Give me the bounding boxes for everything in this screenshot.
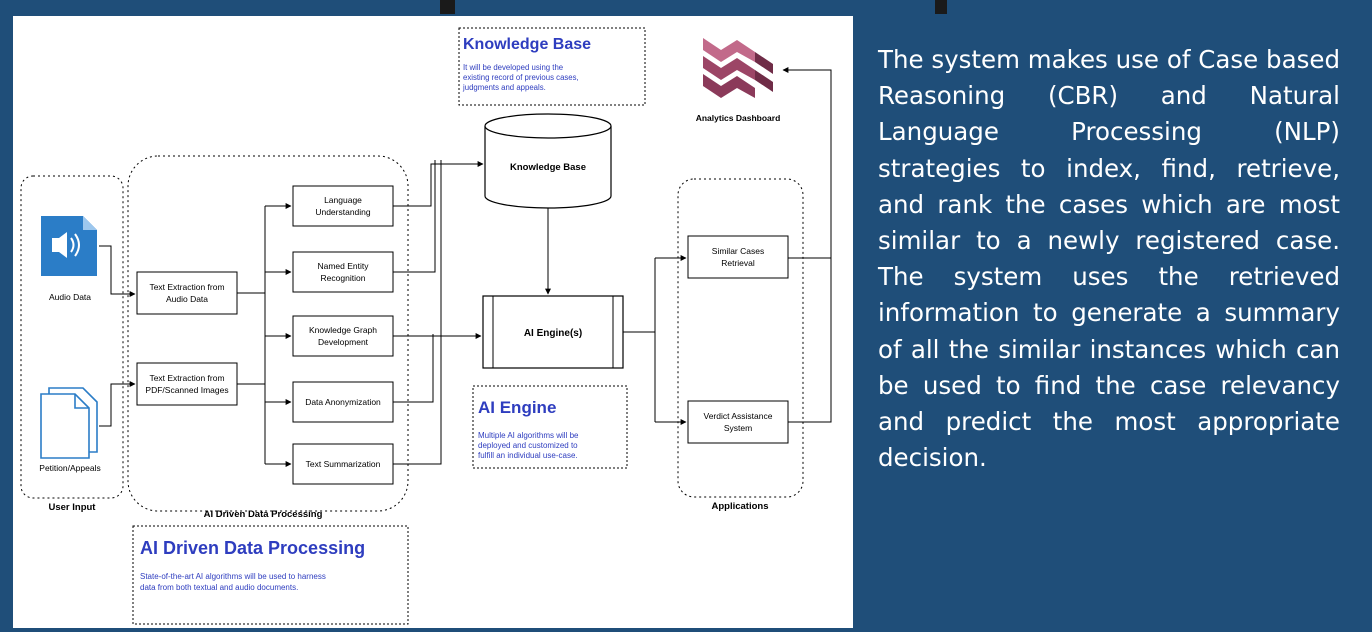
audio-file-icon [41,216,97,276]
knowledge-base-cylinder [484,113,612,209]
analytics-dashboard-icon [703,38,773,98]
processing-note-title: AI Driven Data Processing [140,538,365,558]
processing-note-line2: data from both textual and audio documen… [140,583,298,592]
module-knowledge-graph-line1: Knowledge Graph [309,325,377,335]
petition-appeals-label: Petition/Appeals [39,463,100,473]
ai-engine-note-line1: Multiple AI algorithms will be [478,431,579,440]
ai-engine-note [472,385,628,469]
analytics-dashboard-label: Analytics Dashboard [696,113,781,123]
ai-engine-box-label: AI Engine(s) [524,328,582,339]
processing-note [132,525,409,625]
verdict-assistance-box [687,400,789,444]
user-input-group [20,175,124,499]
architecture-diagram: User Input AI Driven Data Processing App… [13,16,853,628]
ai-engine-note-title: AI Engine [478,398,556,417]
text-extraction-audio-box [136,271,238,315]
connector-lines [99,67,832,467]
text-extraction-audio-line1: Text Extraction from [149,282,224,292]
similar-cases-line1: Similar Cases [712,246,764,256]
ai-engine-box [482,295,624,369]
module-knowledge-graph [292,315,394,357]
user-input-label: User Input [49,502,97,513]
processing-note-line1: State-of-the-art AI algorithms will be u… [140,572,326,581]
similar-cases-retrieval-box [687,235,789,279]
knowledge-base-note-line1: It will be developed using the [463,63,563,72]
description-text: The system makes use of Case based Reaso… [878,45,1340,473]
module-data-anonymization-label: Data Anonymization [305,397,381,407]
module-knowledge-graph-line2: Development [318,337,369,347]
processing-group [127,155,409,512]
module-named-entity-line1: Named Entity [317,261,369,271]
text-extraction-pdf-box [136,362,238,406]
module-data-anonymization [292,381,394,423]
documents-icon [40,387,98,459]
knowledge-base-note-line2: existing record of previous cases, [463,73,579,82]
applications-group [677,178,804,498]
top-tab-right [935,0,947,14]
audio-data-label: Audio Data [49,292,91,302]
knowledge-base-note-line3: judgments and appeals. [462,83,546,92]
processing-label: AI Driven Data Processing [204,509,323,520]
applications-label: Applications [711,501,768,512]
top-tab-left [440,0,455,14]
module-named-entity-recognition [292,251,394,293]
module-named-entity-line2: Recognition [321,273,366,283]
text-extraction-pdf-line1: Text Extraction from [149,373,224,383]
text-extraction-pdf-line2: PDF/Scanned Images [145,385,228,395]
module-language-understanding [292,185,394,227]
module-language-understanding-line1: Language [324,195,362,205]
verdict-assistance-line1: Verdict Assistance [704,411,773,421]
ai-engine-note-line3: fulfill an individual use-case. [478,451,578,460]
module-text-summarization [292,443,394,485]
text-extraction-audio-line2: Audio Data [166,294,208,304]
knowledge-base-note-title: Knowledge Base [463,36,591,53]
ai-engine-note-line2: deployed and customized to [478,441,578,450]
knowledge-base-cylinder-label: Knowledge Base [510,162,586,173]
verdict-assistance-line2: System [724,423,752,433]
similar-cases-line2: Retrieval [721,258,755,268]
module-language-understanding-line2: Understanding [315,207,371,217]
knowledge-base-note [458,27,646,106]
module-text-summarization-label: Text Summarization [306,459,381,469]
